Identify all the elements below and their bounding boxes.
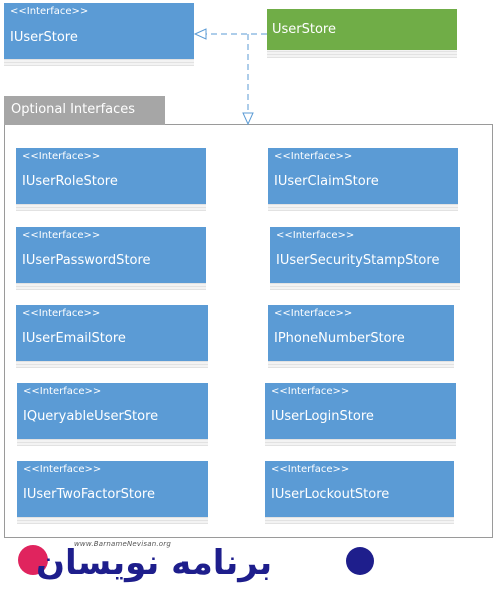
interface-name: IUserClaimStore bbox=[274, 174, 379, 189]
watermark-logo: برنامه نویسان www.BarnameNevisan.org bbox=[16, 539, 386, 585]
hollow-arrowhead-icon bbox=[242, 112, 254, 126]
stereotype-label: <<Interface>> bbox=[271, 464, 350, 475]
realization-arrow-iuserstore bbox=[193, 28, 267, 40]
interface-name: IUserTwoFactorStore bbox=[23, 487, 155, 502]
stereotype-label: <<Interface>> bbox=[23, 464, 102, 475]
interface-box-iqueryableuserstore: <<Interface>> IQueryableUserStore bbox=[17, 383, 208, 446]
interface-box-iuserclaimstore: <<Interface>> IUserClaimStore bbox=[268, 148, 458, 211]
logo-wordmark: برنامه نویسان bbox=[36, 543, 273, 583]
interface-box-iuserstore: <<Interface>> IUserStore bbox=[4, 3, 194, 66]
interface-name: IQueryableUserStore bbox=[23, 409, 159, 424]
interface-name: IUserLockoutStore bbox=[271, 487, 390, 502]
stereotype-label: <<Interface>> bbox=[271, 386, 350, 397]
hollow-arrowhead-icon bbox=[193, 28, 207, 40]
stereotype-label: <<Interface>> bbox=[274, 151, 353, 162]
stereotype-label: <<Interface>> bbox=[276, 230, 355, 241]
interface-name: IUserStore bbox=[10, 30, 78, 45]
realization-arrow-optional-interfaces bbox=[242, 34, 254, 126]
interface-box-iphonenumberstore: <<Interface>> IPhoneNumberStore bbox=[268, 305, 454, 368]
interface-box-iusersecuritystampstore: <<Interface>> IUserSecurityStampStore bbox=[270, 227, 460, 290]
stereotype-label: <<Interface>> bbox=[22, 230, 101, 241]
stereotype-label: <<Interface>> bbox=[23, 386, 102, 397]
interface-name: IUserSecurityStampStore bbox=[276, 253, 440, 268]
interface-name: IUserPasswordStore bbox=[22, 253, 151, 268]
stereotype-label: <<Interface>> bbox=[274, 308, 353, 319]
class-box-userstore: UserStore bbox=[267, 9, 457, 58]
interface-box-iuserlockoutstore: <<Interface>> IUserLockoutStore bbox=[265, 461, 454, 524]
interface-box-iuserloginstore: <<Interface>> IUserLoginStore bbox=[265, 383, 456, 446]
interface-name: IUserLoginStore bbox=[271, 409, 374, 424]
interface-name: IPhoneNumberStore bbox=[274, 331, 405, 346]
interface-box-iuseremailstore: <<Interface>> IUserEmailStore bbox=[16, 305, 208, 368]
interface-box-iusertwofactorstore: <<Interface>> IUserTwoFactorStore bbox=[17, 461, 208, 524]
stereotype-label: <<Interface>> bbox=[22, 308, 101, 319]
interface-name: IUserRoleStore bbox=[22, 174, 118, 189]
stereotype-label: <<Interface>> bbox=[22, 151, 101, 162]
logo-mark-icon bbox=[18, 545, 48, 575]
logo-dot-icon bbox=[346, 547, 374, 575]
class-name: UserStore bbox=[272, 22, 336, 37]
optional-interfaces-title: Optional Interfaces bbox=[4, 96, 165, 125]
interface-box-iuserpasswordstore: <<Interface>> IUserPasswordStore bbox=[16, 227, 206, 290]
interface-name: IUserEmailStore bbox=[22, 331, 126, 346]
interface-box-iuserrolestore: <<Interface>> IUserRoleStore bbox=[16, 148, 206, 211]
logo-url: www.BarnameNevisan.org bbox=[74, 540, 172, 548]
stereotype-label: <<Interface>> bbox=[10, 6, 89, 17]
